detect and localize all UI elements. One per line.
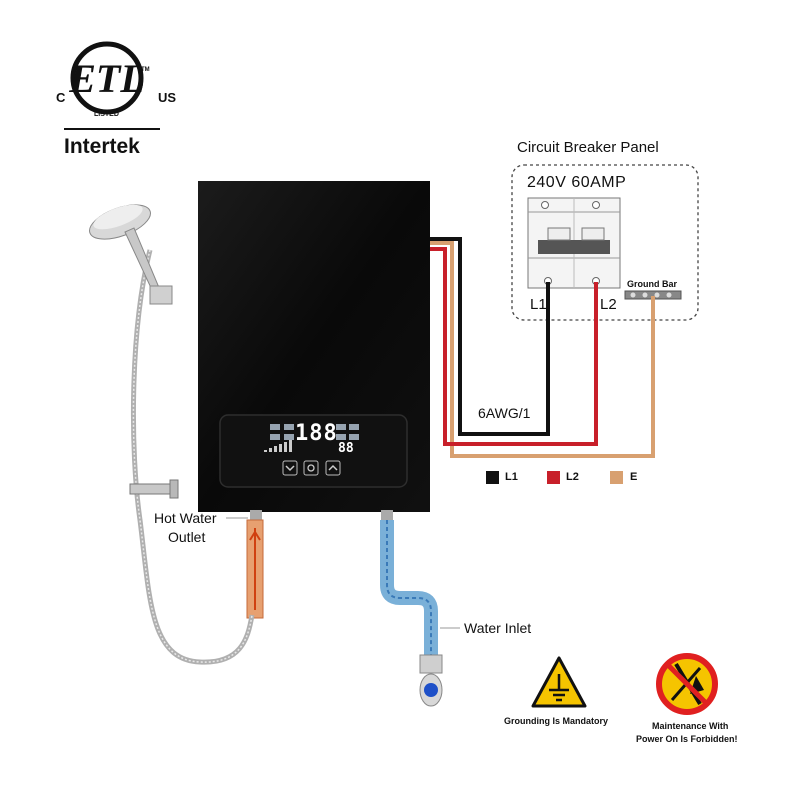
etl-logo-icon: ETL [68,41,145,115]
ground-bar-label: Ground Bar [627,279,678,289]
breaker-label-l2: L2 [600,296,617,313]
maintenance-warning-line2: Power On Is Forbidden! [636,734,738,744]
logo-divider [64,128,160,130]
legend-label-l1: L1 [505,471,518,483]
ground-warning-text: Grounding Is Mandatory [504,716,609,726]
svg-text:ETL: ETL [68,56,145,101]
water-inlet-label: Water Inlet [464,620,532,636]
cert-listed: LISTED [94,111,119,118]
wire-l2 [430,247,598,446]
wire-gauge-label: 6AWG/1 [478,405,531,421]
legend-swatch-e [610,471,623,484]
wire-l1 [430,237,550,436]
breaker-rating: 240V 60AMP [527,174,627,191]
wire-e [430,241,655,458]
cert-us: US [158,90,177,105]
hot-water-outlet-label-line2: Outlet [168,529,206,545]
display-small-value: 88 [338,441,354,456]
power-button [303,460,319,476]
shower-head-icon [89,204,173,305]
breaker-handle [538,240,610,254]
display-temperature: 188 [295,421,338,446]
legend-swatch-l1 [486,471,499,484]
breaker-panel-title: Circuit Breaker Panel [517,139,659,156]
breaker-panel-outline [511,164,699,321]
down-button [282,460,298,476]
legend-label-e: E [630,471,638,483]
up-button [325,460,341,476]
no-maintenance-icon [656,653,718,715]
breaker-label-l1: L1 [530,296,547,313]
maintenance-warning-line1: Maintenance With [652,721,729,731]
legend-label-l2: L2 [566,471,579,483]
hot-water-outlet-label-line1: Hot Water [154,510,217,526]
ground-warning-icon [531,656,587,708]
control-panel [219,414,408,488]
legend-swatch-l2 [547,471,560,484]
cert-c: C [56,90,66,105]
cold-inlet-pipe [380,520,438,660]
brand-name: Intertek [64,135,140,158]
inlet-valve [419,654,443,674]
cert-tm: TM [141,67,150,73]
